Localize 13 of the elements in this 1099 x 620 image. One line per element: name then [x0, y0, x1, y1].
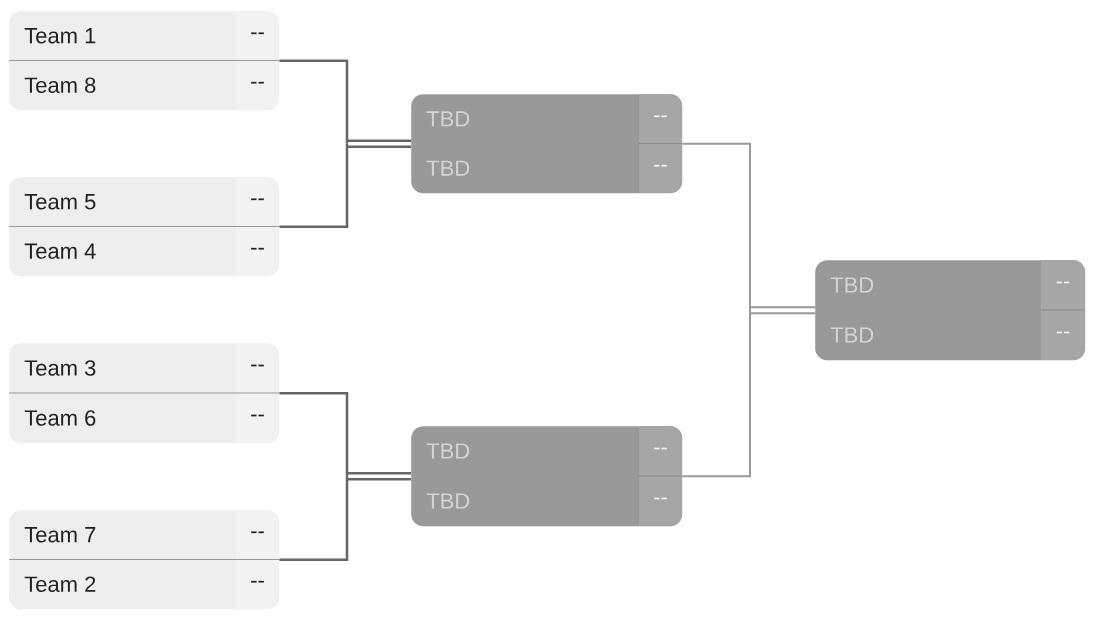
- bracket-connector: [681, 309, 816, 478]
- bracket-connector: [279, 142, 411, 228]
- match-box: Team 1 -- Team 8 --: [8, 11, 280, 111]
- match-box: Team 5 -- Team 4 --: [8, 177, 280, 277]
- bracket-connector: [279, 391, 411, 478]
- match-box: Team 3 -- Team 6 --: [8, 343, 280, 444]
- bracket-connector: [279, 474, 411, 561]
- match-box: TBD -- TBD --: [815, 260, 1086, 361]
- match-box: TBD -- TBD --: [411, 426, 683, 527]
- bracket-connector: [681, 142, 816, 311]
- match-box: TBD -- TBD --: [411, 94, 683, 194]
- match-box: Team 7 -- Team 2 --: [8, 510, 280, 610]
- bracket-connector: [279, 59, 411, 145]
